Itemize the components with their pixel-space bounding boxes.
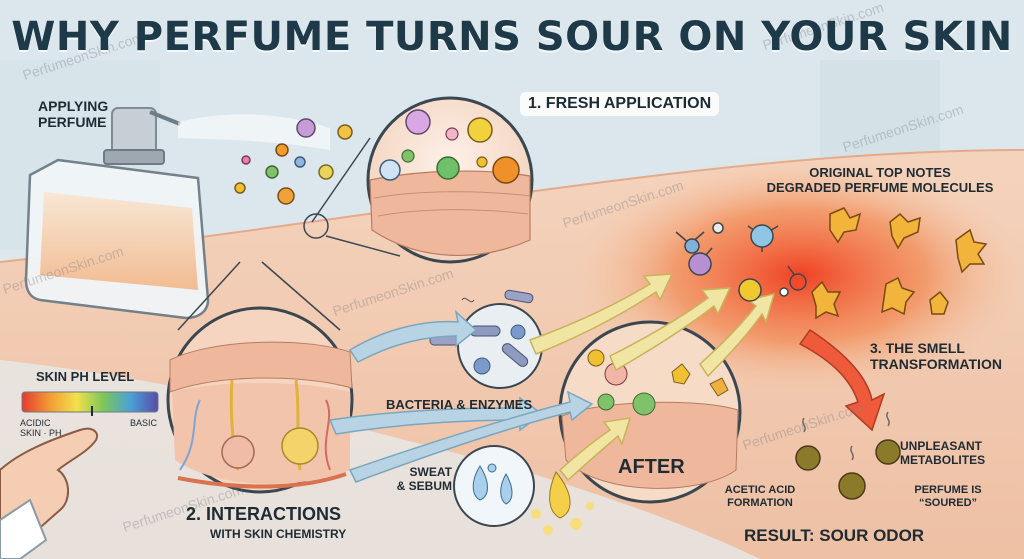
label-acetic-acid: ACETIC ACID FORMATION — [724, 484, 796, 509]
zoom-connectors — [177, 137, 401, 331]
label-result: RESULT: SOUR ODOR — [744, 526, 925, 545]
flow-arrows-blue — [328, 309, 594, 483]
skin-cross-section-zoom — [166, 306, 354, 494]
label-acidic: ACIDIC SKIN · pH — [20, 418, 62, 439]
label-applying-perfume: APPLYING PERFUME — [38, 98, 109, 131]
sweat-zoom — [453, 445, 535, 527]
ph-scale — [21, 391, 159, 416]
label-sweat-sebum: SWEAT & SEBUM — [396, 465, 452, 493]
sebum-droplets — [531, 471, 594, 535]
label-top-notes: ORIGINAL TOP NOTES DEGRADED PERFUME MOLE… — [766, 165, 994, 195]
small-zoom-ring — [303, 213, 329, 239]
top-note-molecules — [675, 222, 807, 302]
fresh-application-zoom — [366, 96, 534, 264]
degraded-molecules — [811, 207, 988, 320]
label-transformation: 3. THE SMELL TRANSFORMATION — [870, 340, 1002, 373]
label-skin-ph: SKIN pH LEVEL — [36, 369, 135, 384]
label-bacteria: BACTERIA & ENZYMES — [386, 397, 533, 412]
transformation-arrow — [798, 328, 886, 432]
label-interactions-sub: WITH SKIN CHEMISTRY — [210, 527, 347, 541]
metabolite-particles — [795, 411, 901, 500]
page-title: WHY PERFUME TURNS SOUR ON YOUR SKIN — [11, 14, 1013, 60]
spray-mist — [178, 114, 330, 150]
label-fresh-application: 1. FRESH APPLICATION — [520, 92, 720, 117]
label-basic: BASIC — [130, 418, 158, 428]
label-unpleasant-metabolites: UNPLEASANT METABOLITES — [900, 439, 986, 467]
floating-molecules — [234, 118, 353, 205]
label-perfume-soured: PERFUME IS “SOURED” — [914, 484, 982, 509]
flow-arrows-yellow — [528, 273, 776, 482]
perfume-bottle — [24, 107, 210, 320]
label-after: AFTER — [618, 456, 685, 478]
pointing-hand — [0, 427, 98, 559]
label-interactions: 2. INTERACTIONS — [186, 504, 342, 524]
